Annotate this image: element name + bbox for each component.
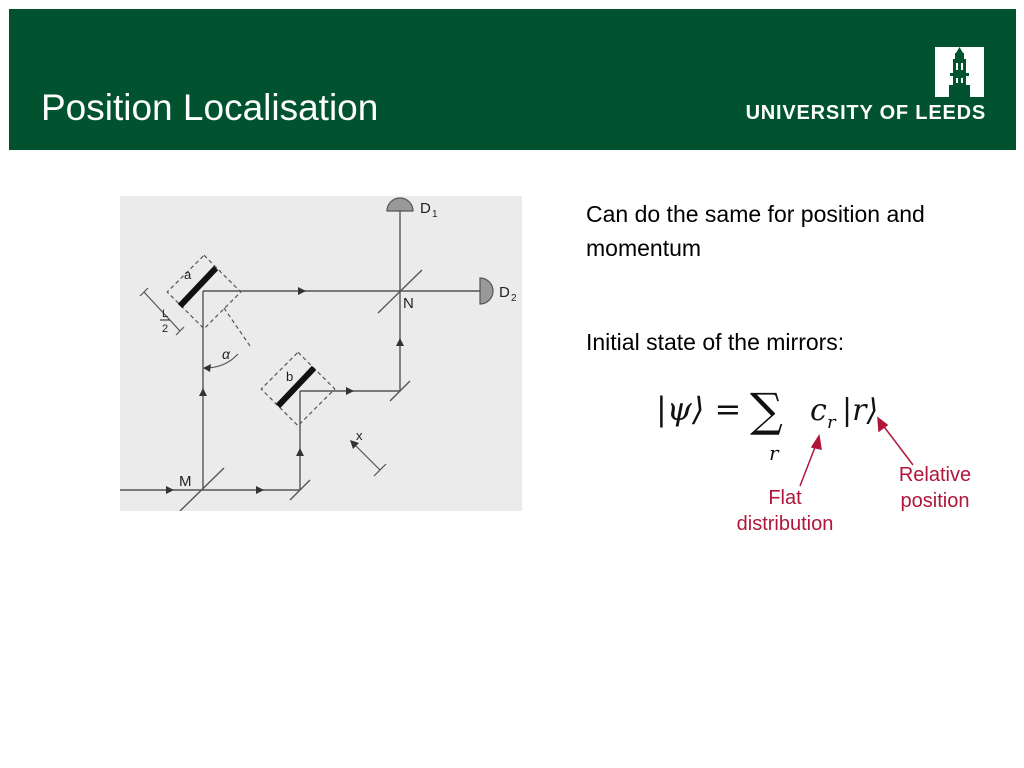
detector-d2-subscript: 2 — [511, 293, 517, 304]
formula-lhs: |ψ⟩ = — [656, 390, 741, 428]
beamsplitter-m — [179, 467, 225, 511]
state-formula: |ψ⟩ = ∑ r c r |r⟩ — [656, 383, 878, 465]
formula-ket: |r⟩ — [842, 393, 878, 428]
slide-title: Position Localisation — [41, 87, 379, 128]
formula-coefficient-subscript: r — [827, 412, 837, 433]
annotation-flat-line2: distribution — [736, 513, 834, 535]
beamsplitter-n — [377, 269, 423, 314]
bullet-position-momentum: Can do the same for position and momentu… — [586, 201, 925, 261]
formula-coefficient: c — [810, 393, 827, 428]
beamsplitter-n-label: N — [403, 295, 414, 312]
formula-sum-symbol: ∑ — [750, 383, 783, 437]
interferometer-diagram: a b M N D 1 D 2 x α L 2 — [120, 196, 522, 511]
bullet-initial-state: Initial state of the mirrors: — [586, 329, 845, 355]
university-wordmark: UNIVERSITY OF LEEDS — [745, 102, 986, 124]
mirror-a-label: a — [184, 267, 192, 282]
annotation-flat-distribution: Flat distribution — [710, 485, 860, 537]
annotation-relative-line1: Relative — [898, 464, 972, 486]
half-length-denominator: 2 — [162, 323, 168, 335]
beamsplitter-m-label: M — [179, 473, 192, 490]
mirror-b-label: b — [286, 369, 293, 384]
detector-d1-subscript: 1 — [432, 209, 438, 220]
detector-d2-label: D — [499, 284, 510, 301]
university-crest-icon — [935, 47, 984, 97]
half-length-numerator: L — [162, 308, 168, 320]
detector-d1-label: D — [420, 200, 431, 217]
diagram-background — [120, 196, 522, 511]
angle-label: α — [222, 346, 231, 362]
formula-sum-index: r — [769, 441, 780, 465]
header-banner: Position Localisation UNIVERSITY OF LEED… — [9, 9, 1016, 150]
annotation-relative-position: Relative position — [875, 462, 995, 514]
displacement-label: x — [356, 428, 363, 443]
detector-d2-icon — [479, 277, 494, 305]
mirror-a — [177, 265, 219, 309]
annotation-relative-line2: position — [900, 490, 970, 512]
annotation-flat-line1: Flat — [768, 487, 802, 509]
mirror-b — [275, 365, 317, 409]
detector-d1-icon — [386, 197, 414, 212]
